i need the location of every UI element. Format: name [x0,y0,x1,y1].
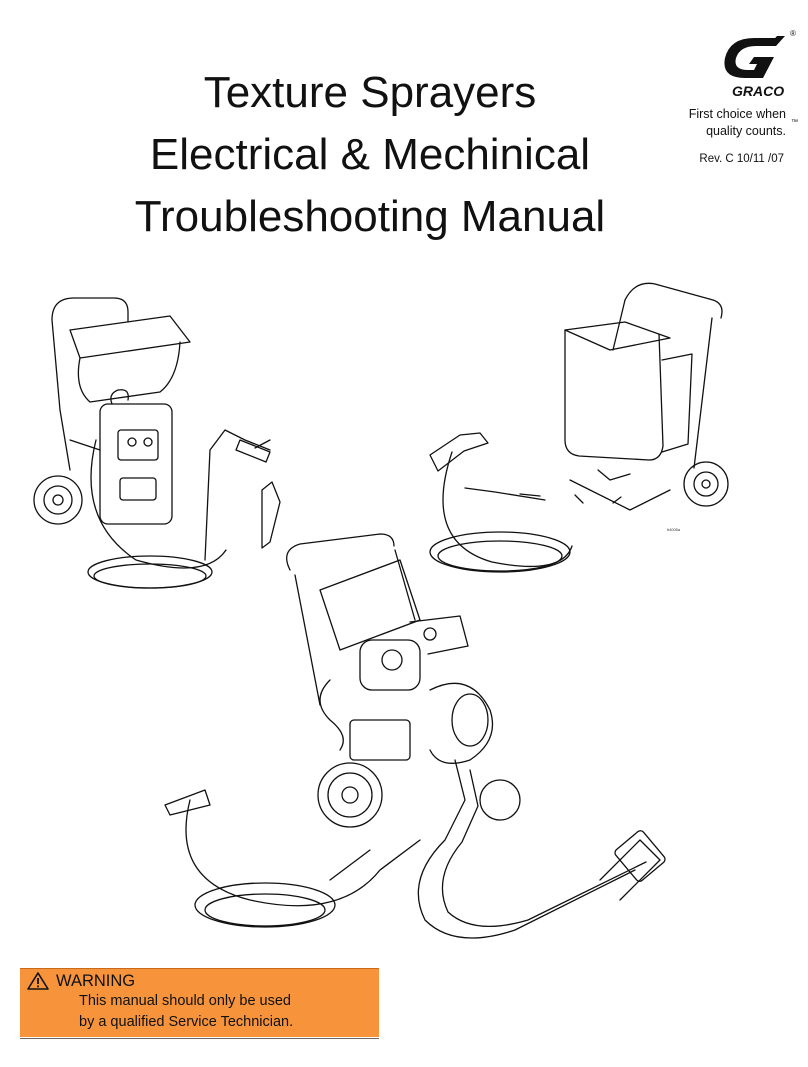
warning-line-1: This manual should only be used [79,993,291,1009]
registered-mark: ® [790,29,796,38]
brand-wordmark: GRACO [732,83,784,99]
footer-rule [20,1038,379,1039]
brand-tagline: First choice when quality counts. ™ [666,106,798,140]
figure-code: ti4005a [667,527,681,532]
graco-logo: GRACO ® [690,24,800,109]
title-line-2: Electrical & Mechinical [149,130,591,179]
trademark-mark: ™ [791,119,798,126]
revision-label: Rev. C 10/11 /07 [699,153,784,165]
warning-line-2: by a qualified Service Technician. [79,1014,294,1030]
warning-heading: WARNING [56,971,136,990]
warning-heading-row: WARNING [26,971,135,991]
title-line-1: Texture Sprayers [203,68,537,117]
title-line-3: Troubleshooting Manual [134,192,606,241]
warning-triangle-icon [27,972,49,990]
graco-logo-icon: GRACO ® [724,29,796,99]
left-sprayer-drawing [33,297,281,589]
right-sprayer-drawing [429,282,729,573]
tagline-line-1: First choice when [688,107,786,121]
tagline-line-2: quality counts. [706,124,786,138]
warning-body: This manual should only be used by a qua… [79,991,293,1033]
document-title: Texture Sprayers Electrical & Mechinical… [90,62,650,248]
center-sprayer-drawing [164,533,666,939]
warning-box: WARNING This manual should only be used … [20,968,379,1037]
